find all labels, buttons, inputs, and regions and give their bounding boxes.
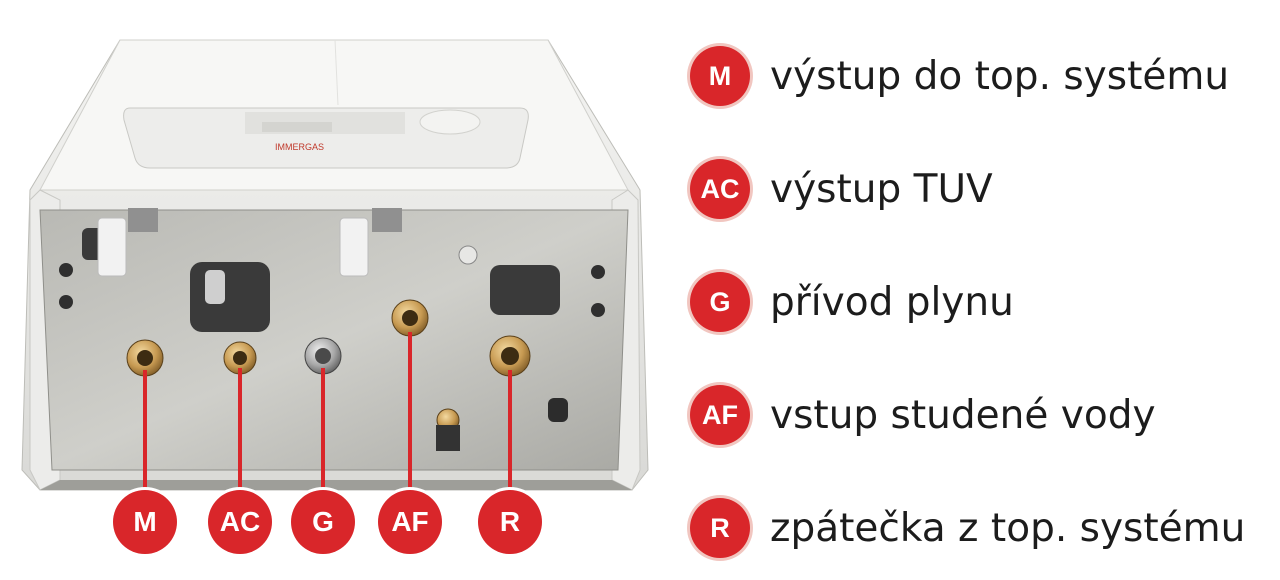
connector-badge-m: M [113, 490, 177, 554]
legend-item-g: G přívod plynu [690, 266, 1014, 338]
legend-item-af: AF vstup studené vody [690, 379, 1156, 451]
legend-badge-ac: AC [690, 159, 750, 219]
legend-item-r: R zpátečka z top. systému [690, 492, 1245, 564]
brand-logo: IMMERGAS [275, 142, 324, 152]
legend-label-ac: výstup TUV [770, 166, 993, 212]
legend-item-m: M výstup do top. systému [690, 40, 1229, 112]
legend-item-ac: AC výstup TUV [690, 153, 993, 225]
legend-badge-m: M [690, 46, 750, 106]
legend-label-m: výstup do top. systému [770, 53, 1230, 99]
legend-badge-g: G [690, 272, 750, 332]
connector-badge-g: G [291, 490, 355, 554]
connector-badge-r: R [478, 490, 542, 554]
boiler-photo: IMMERGAS [21, 39, 649, 554]
legend-badge-af: AF [690, 385, 750, 445]
mounting-plate [39, 209, 629, 471]
connector-badge-af: AF [378, 490, 442, 554]
legend-label-af: vstup studené vody [770, 392, 1156, 438]
legend-badge-r: R [690, 498, 750, 558]
connector-badge-ac: AC [208, 490, 272, 554]
connector-legend: M výstup do top. systému AC výstup TUV G… [690, 40, 1280, 560]
legend-label-g: přívod plynu [770, 279, 1014, 325]
legend-label-r: zpátečka z top. systému [770, 505, 1246, 551]
